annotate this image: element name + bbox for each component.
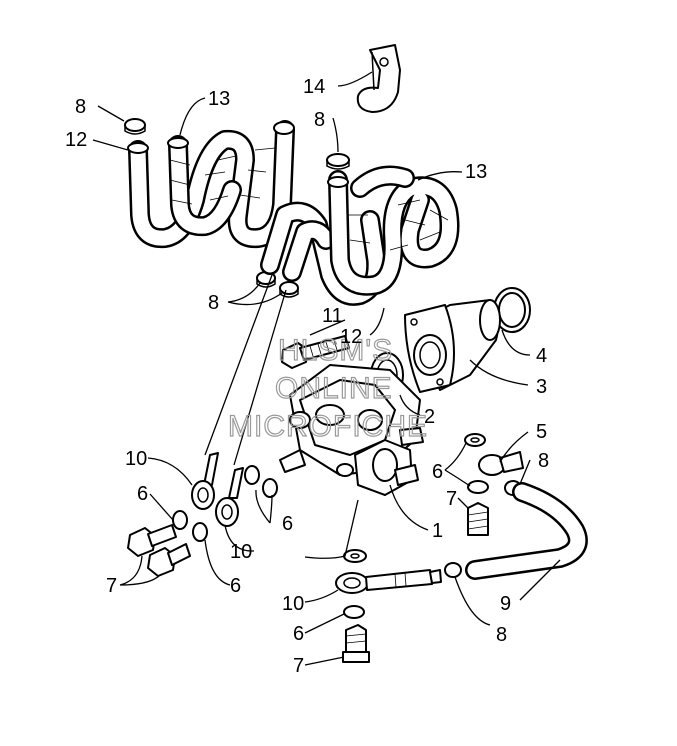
watermark: HLSM'S ONLINE MICROFICHE — [227, 333, 428, 443]
clamp-bracket-part — [356, 44, 401, 113]
callout-13: 13 — [465, 161, 487, 183]
watermark-line-3: MICROFICHE — [228, 410, 428, 443]
banjo-fitting-left-a — [191, 452, 219, 510]
hose-clamp-bottom — [444, 562, 462, 578]
outlet-housing-part — [404, 299, 501, 393]
coolant-hose-right — [327, 165, 460, 296]
callout-labels: 14 8 13 12 8 13 8 11 12 4 3 2 5 8 6 7 1 … — [65, 76, 549, 677]
callout-8: 8 — [538, 450, 549, 472]
callout-10: 10 — [230, 541, 252, 563]
hose-clamp-upper-left — [124, 118, 146, 135]
callout-2: 2 — [424, 406, 435, 428]
callout-9: 9 — [500, 593, 511, 615]
washers-left — [172, 465, 278, 542]
banjo-fitting-right — [478, 451, 524, 476]
callout-8: 8 — [496, 624, 507, 646]
callout-12: 12 — [65, 129, 87, 151]
callout-5: 5 — [536, 421, 547, 443]
hose-clamp-upper-mid — [326, 153, 350, 170]
banjo-fitting-bottom — [335, 569, 442, 594]
callout-3: 3 — [536, 376, 547, 398]
callout-7: 7 — [106, 575, 117, 597]
callout-13: 13 — [208, 88, 230, 110]
watermark-line-1: HLSM'S — [278, 334, 393, 367]
callout-12: 12 — [340, 326, 362, 348]
callout-6: 6 — [282, 513, 293, 535]
callout-7: 7 — [293, 655, 304, 677]
callout-1: 1 — [432, 520, 443, 542]
bolt-part-11 — [281, 335, 350, 369]
bolts-left-pair — [127, 524, 191, 577]
watermark-line-2: ONLINE — [275, 372, 393, 405]
callout-6: 6 — [293, 623, 304, 645]
pump-housing-part — [279, 364, 424, 496]
callout-11: 11 — [322, 305, 343, 327]
bolt-bottom — [342, 624, 370, 663]
bolt-right — [467, 502, 489, 536]
banjo-fitting-left-b — [215, 467, 244, 527]
coolant-hose-left — [127, 120, 295, 249]
hose-part-9 — [465, 482, 588, 580]
washer-right-lower — [467, 480, 489, 494]
callout-8: 8 — [208, 292, 219, 314]
washer-bottom-upper — [343, 549, 367, 563]
callout-8: 8 — [75, 96, 86, 118]
leader-lines — [92, 71, 561, 666]
callout-10: 10 — [282, 593, 304, 615]
callout-6: 6 — [137, 483, 148, 505]
callout-14: 14 — [303, 76, 325, 98]
washer-right-upper — [464, 433, 486, 447]
washer-bottom-lower — [343, 605, 365, 619]
callout-6: 6 — [432, 461, 443, 483]
callout-6: 6 — [230, 575, 241, 597]
callout-4: 4 — [536, 345, 547, 367]
callout-8: 8 — [314, 109, 325, 131]
callout-7: 7 — [446, 488, 457, 510]
callout-10: 10 — [125, 448, 147, 470]
